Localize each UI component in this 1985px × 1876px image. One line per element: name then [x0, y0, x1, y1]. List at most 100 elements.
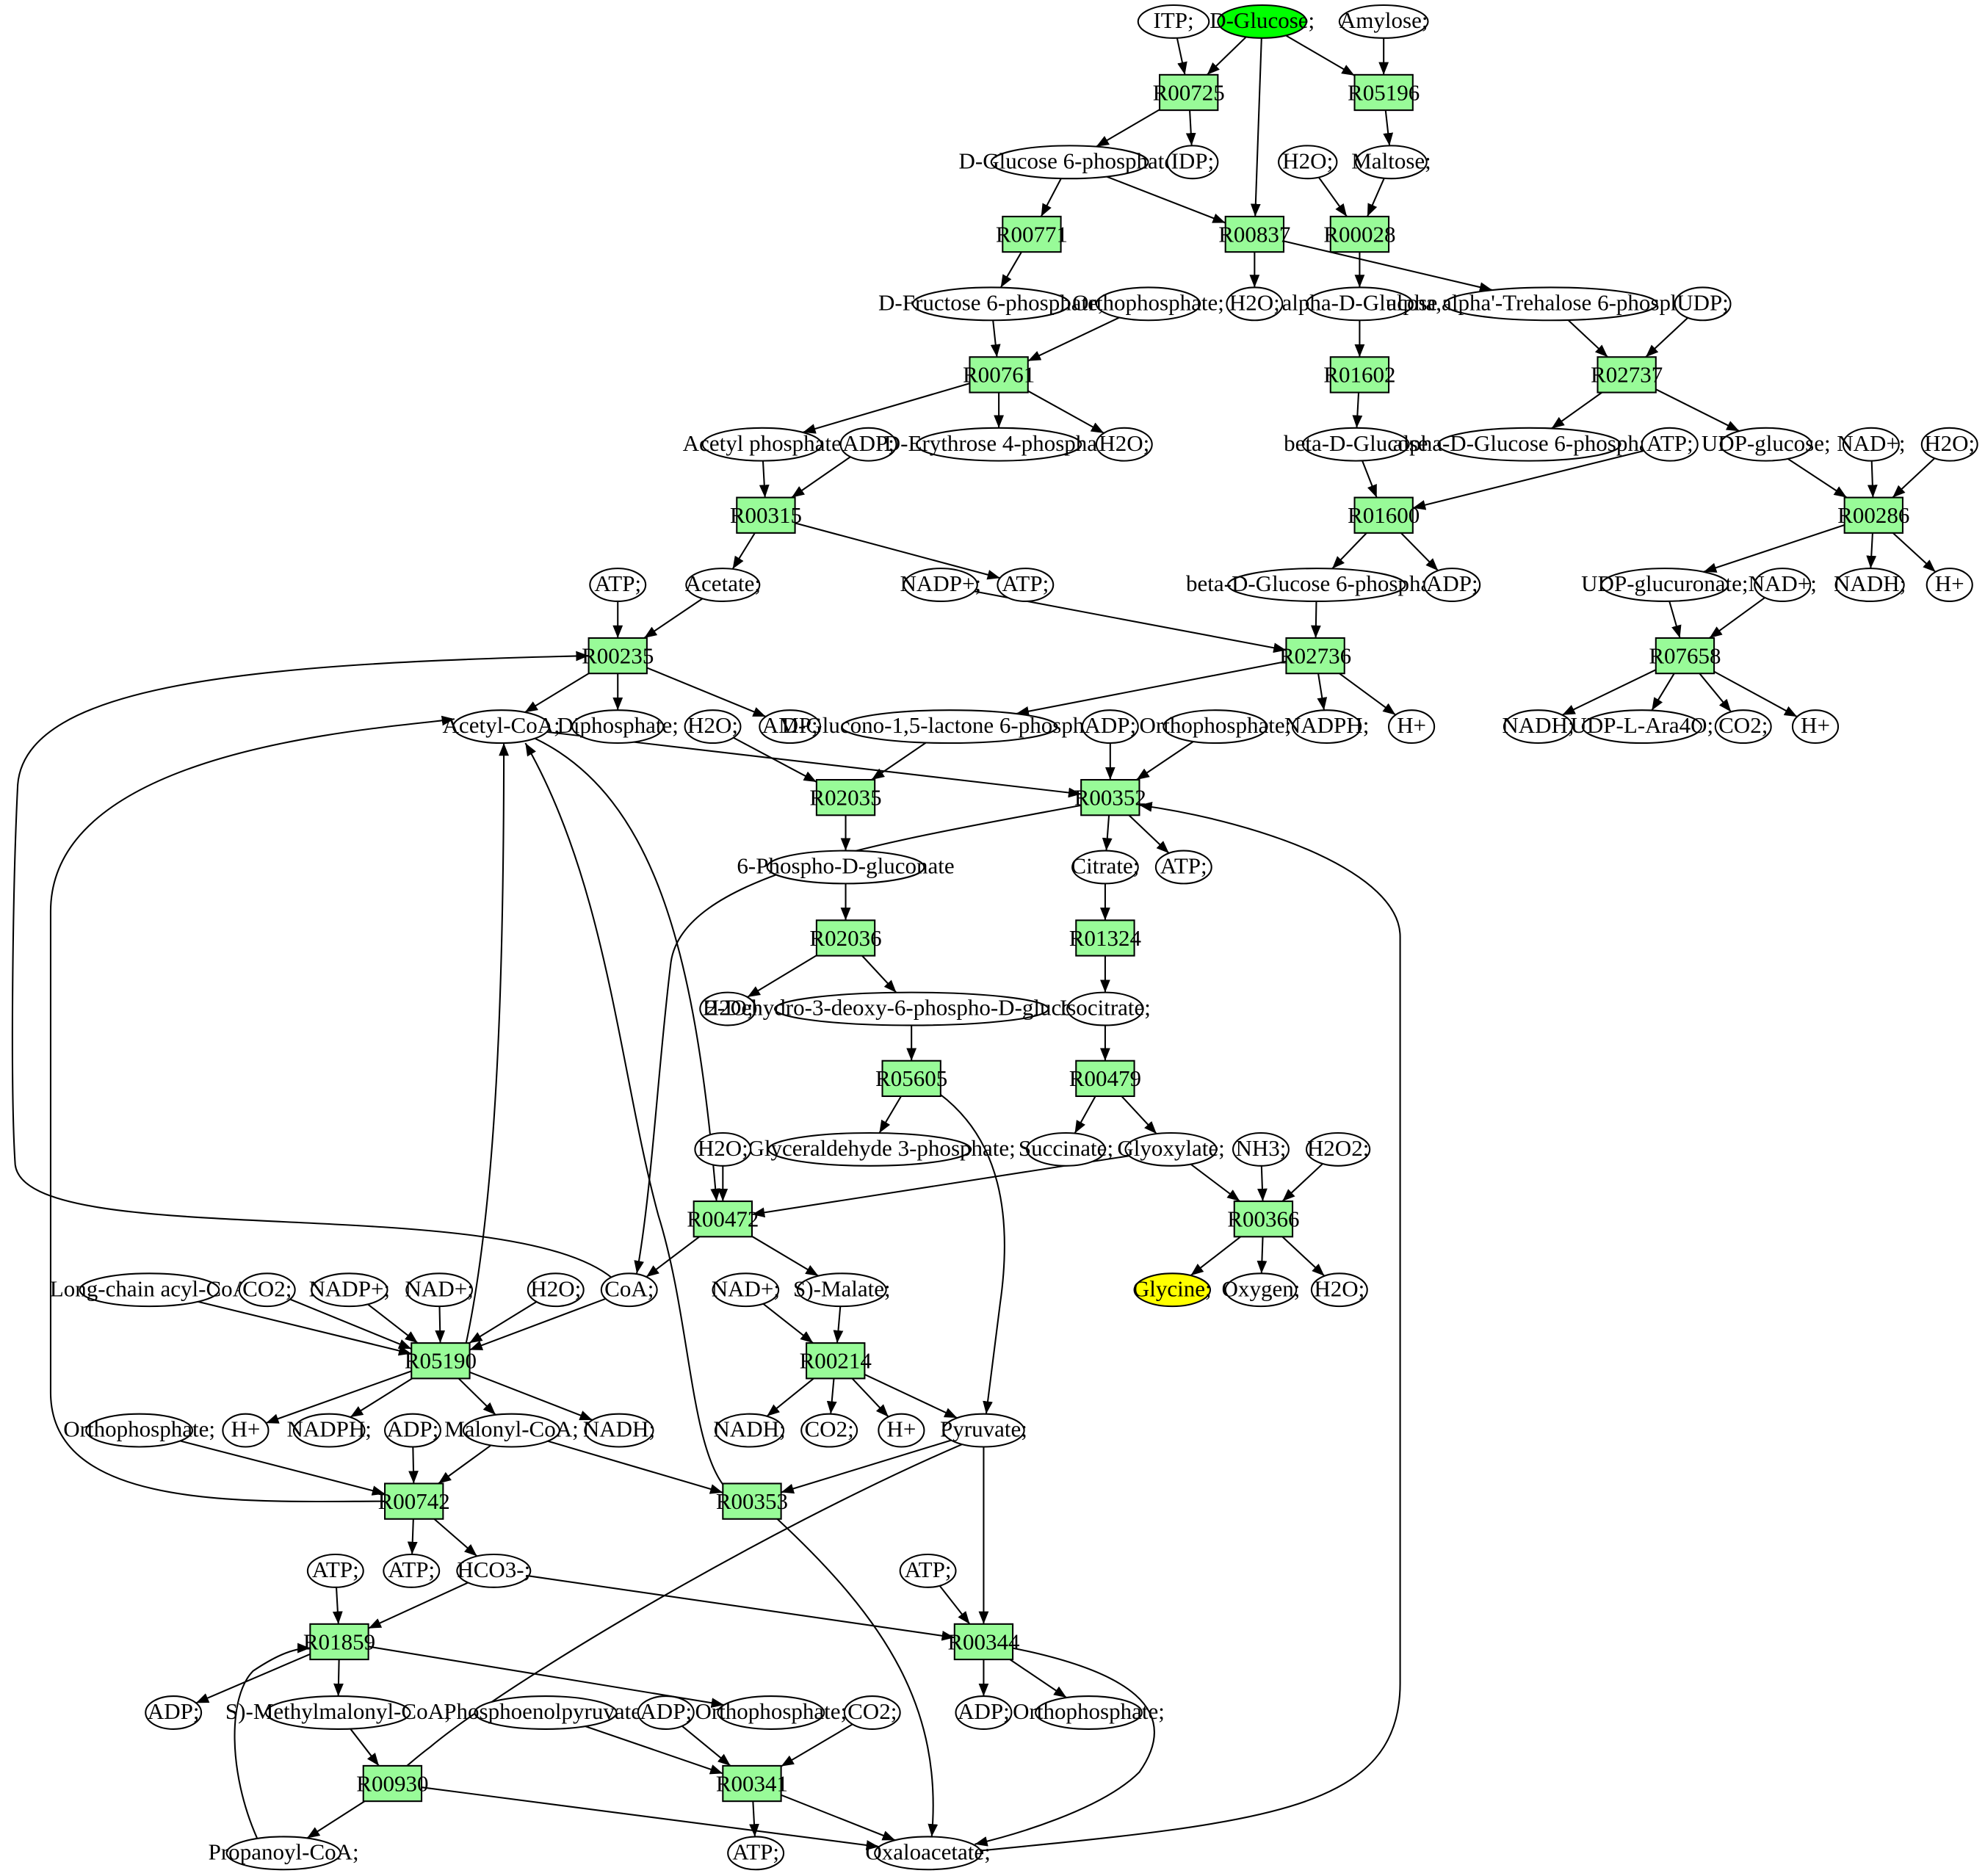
metabolite-node-m-nadph-a[interactable]: NADPH; [1284, 709, 1369, 745]
metabolite-node-m-h2o-c[interactable]: H2O; [1095, 427, 1153, 462]
metabolite-node-m-h2o-e[interactable]: H2O; [684, 709, 742, 745]
metabolite-node-m-h-d[interactable]: H+ [222, 1413, 270, 1448]
metabolite-node-m-adp-c[interactable]: ADP; [1081, 709, 1139, 745]
reaction-node-r05190[interactable]: R05190 [405, 1342, 477, 1380]
metabolite-node-m-h2o-f[interactable]: H2O; [699, 991, 757, 1026]
metabolite-node-m-6pg[interactable]: 6-Phospho-D-gluconate [737, 850, 955, 885]
metabolite-node-m-nadh-d[interactable]: NADH; [713, 1413, 786, 1448]
metabolite-node-m-accoa[interactable]: Acetyl-CoA; [443, 709, 560, 745]
metabolite-node-m-h2o-d[interactable]: H2O; [1920, 427, 1978, 462]
metabolite-node-m-dglucose[interactable]: D-Glucose; [1210, 4, 1315, 39]
metabolite-node-m-atp-c[interactable]: ATP; [997, 568, 1055, 602]
reaction-node-r00930[interactable]: R00930 [356, 1764, 429, 1803]
metabolite-node-m-coa[interactable]: CoA; [600, 1272, 658, 1308]
metabolite-node-m-g6p[interactable]: D-Glucose 6-phosphate; [958, 145, 1181, 180]
reaction-node-r00771[interactable]: R00771 [996, 215, 1068, 253]
metabolite-node-m-f6p[interactable]: D-Fructose 6-phosphate; [878, 286, 1104, 322]
reaction-node-r00352[interactable]: R00352 [1074, 778, 1146, 816]
metabolite-node-m-adp-g[interactable]: ADP; [637, 1695, 695, 1730]
metabolite-node-m-nad-b[interactable]: NAD+; [1749, 568, 1817, 602]
reaction-node-r00742[interactable]: R00742 [378, 1482, 450, 1520]
reaction-node-r00214[interactable]: R00214 [800, 1342, 872, 1380]
reaction-node-r05196[interactable]: R05196 [1348, 73, 1420, 112]
metabolite-node-m-h2o-b[interactable]: H2O; [1226, 286, 1284, 322]
reaction-node-r00028[interactable]: R00028 [1323, 215, 1396, 253]
metabolite-node-m-pi-e[interactable]: Orthophosphate; [1013, 1695, 1165, 1730]
metabolite-node-m-amylose[interactable]: Amylose; [1338, 4, 1429, 39]
metabolite-node-m-t6p[interactable]: alpha,alpha'-Trehalose 6-phosphate; [1386, 286, 1715, 322]
metabolite-node-m-h2o-g[interactable]: H2O; [694, 1131, 752, 1167]
metabolite-node-m-co2-a[interactable]: CO2; [1714, 709, 1772, 745]
metabolite-node-m-h2o-a[interactable]: H2O; [1278, 145, 1338, 180]
metabolite-node-m-isocit[interactable]: Isocitrate; [1060, 991, 1151, 1026]
metabolite-node-m-atp-a[interactable]: ATP; [1641, 427, 1699, 462]
metabolite-node-m-malate[interactable]: S)-Malate; [793, 1272, 891, 1308]
metabolite-node-m-co2-b[interactable]: CO2; [238, 1272, 296, 1308]
metabolite-node-m-pi-a[interactable]: Orthophosphate; [1072, 286, 1224, 322]
metabolite-node-m-pi-d[interactable]: Orthophosphate; [695, 1695, 847, 1730]
reaction-node-r02035[interactable]: R02035 [809, 778, 882, 816]
metabolite-node-m-h2o2[interactable]: H2O2; [1305, 1131, 1371, 1167]
metabolite-node-m-h-b[interactable]: H+ [1388, 709, 1436, 745]
reaction-node-r02736[interactable]: R02736 [1279, 637, 1351, 675]
metabolite-node-m-nadp-a[interactable]: NADP+; [900, 568, 982, 602]
metabolite-node-m-bglc[interactable]: beta-D-Glucose [1284, 427, 1428, 462]
metabolite-node-m-atp-g[interactable]: ATP; [899, 1553, 957, 1588]
metabolite-node-m-oxygen[interactable]: Oxygen; [1222, 1272, 1301, 1308]
reaction-node-r00286[interactable]: R00286 [1837, 496, 1909, 534]
metabolite-node-m-glcnl6p[interactable]: D-Glucono-1,5-lactone 6-phosphate; [782, 709, 1117, 745]
metabolite-node-m-ag6p[interactable]: alpha-D-Glucose 6-phosphate [1393, 427, 1666, 462]
reaction-node-r00366[interactable]: R00366 [1227, 1200, 1300, 1238]
metabolite-node-m-pep[interactable]: Phosphoenolpyruvate; [444, 1695, 648, 1730]
metabolite-node-m-atp-e[interactable]: ATP; [306, 1553, 364, 1588]
reaction-node-r01602[interactable]: R01602 [1323, 356, 1396, 394]
metabolite-node-m-nadp-b[interactable]: NADP+; [309, 1272, 391, 1308]
metabolite-node-m-acetate[interactable]: Acetate; [685, 568, 761, 602]
reaction-node-r00837[interactable]: R00837 [1218, 215, 1290, 253]
metabolite-node-m-glx[interactable]: Glyoxylate; [1117, 1131, 1225, 1167]
metabolite-node-m-kdpg[interactable]: 2-Dehydro-3-deoxy-6-phospho-D-gluconate; [706, 991, 1117, 1026]
metabolite-node-m-nad-d[interactable]: NAD+; [712, 1272, 780, 1308]
reaction-node-r00344[interactable]: R00344 [947, 1623, 1020, 1661]
metabolite-node-m-adp-b[interactable]: ADP; [1423, 568, 1481, 602]
metabolite-node-m-adp-e[interactable]: ADP; [145, 1695, 203, 1730]
metabolite-node-m-pi-c[interactable]: Orthophosphate; [63, 1413, 215, 1448]
reaction-node-r01600[interactable]: R01600 [1348, 496, 1420, 534]
reaction-node-r05605[interactable]: R05605 [875, 1060, 947, 1098]
reaction-node-r00479[interactable]: R00479 [1069, 1060, 1141, 1098]
metabolite-node-m-nad-c[interactable]: NAD+; [405, 1272, 474, 1308]
metabolite-node-m-maltose[interactable]: Maltose; [1351, 145, 1431, 180]
metabolite-node-m-h-c[interactable]: H+ [1791, 709, 1840, 745]
metabolite-node-m-succ[interactable]: Succinate; [1019, 1131, 1113, 1167]
reaction-node-r01859[interactable]: R01859 [303, 1623, 375, 1661]
metabolite-node-m-h-a[interactable]: H+ [1926, 568, 1973, 602]
metabolite-node-m-ppi[interactable]: Diphosphate; [557, 709, 679, 745]
metabolite-node-m-hco3[interactable]: HCO3-; [456, 1553, 532, 1588]
metabolite-node-m-atp-d[interactable]: ATP; [1154, 850, 1212, 885]
reaction-node-r00353[interactable]: R00353 [716, 1482, 788, 1520]
metabolite-node-m-g3p[interactable]: D-Glyceraldehyde 3-phosphate; [724, 1131, 1016, 1167]
metabolite-node-m-pyr[interactable]: Pyruvate; [940, 1413, 1027, 1448]
metabolite-node-m-glycine[interactable]: Glycine; [1133, 1272, 1212, 1308]
metabolite-node-m-aglc[interactable]: alpha-D-Glucose [1281, 286, 1437, 322]
metabolite-node-m-atp-b[interactable]: ATP; [589, 568, 647, 602]
metabolite-node-m-malcoa[interactable]: Malonyl-CoA; [444, 1413, 579, 1448]
metabolite-node-m-adp-f[interactable]: ADP; [955, 1695, 1013, 1730]
metabolite-node-m-smmcoa[interactable]: S)-Methylmalonyl-CoA; [225, 1695, 451, 1730]
metabolite-node-m-co2-c[interactable]: CO2; [800, 1413, 858, 1448]
metabolite-node-m-ppcoa[interactable]: Propanoyl-CoA; [209, 1836, 359, 1871]
metabolite-node-m-bg6p[interactable]: beta-D-Glucose 6-phosphate [1186, 568, 1447, 602]
reaction-node-r00315[interactable]: R00315 [730, 496, 802, 534]
metabolite-node-m-atp-f[interactable]: ATP; [383, 1553, 441, 1588]
reaction-node-r00341[interactable]: R00341 [716, 1764, 788, 1803]
metabolite-node-m-h-e[interactable]: H+ [878, 1413, 925, 1448]
metabolite-node-m-nadh-a[interactable]: NADH; [1834, 568, 1906, 602]
reaction-node-r02036[interactable]: R02036 [809, 919, 882, 957]
metabolite-node-m-e4p[interactable]: D-Erythrose 4-phosphate [884, 427, 1114, 462]
reaction-node-r01324[interactable]: R01324 [1069, 919, 1142, 957]
metabolite-node-m-adp-a[interactable]: ADP; [839, 427, 897, 462]
metabolite-node-m-oaa[interactable]: Oxaloacetate; [865, 1836, 991, 1871]
metabolite-node-m-itp[interactable]: ITP; [1137, 4, 1210, 39]
metabolite-node-m-citrate[interactable]: Citrate; [1071, 850, 1139, 885]
metabolite-node-m-acp[interactable]: Acetyl phosphate [683, 427, 842, 462]
